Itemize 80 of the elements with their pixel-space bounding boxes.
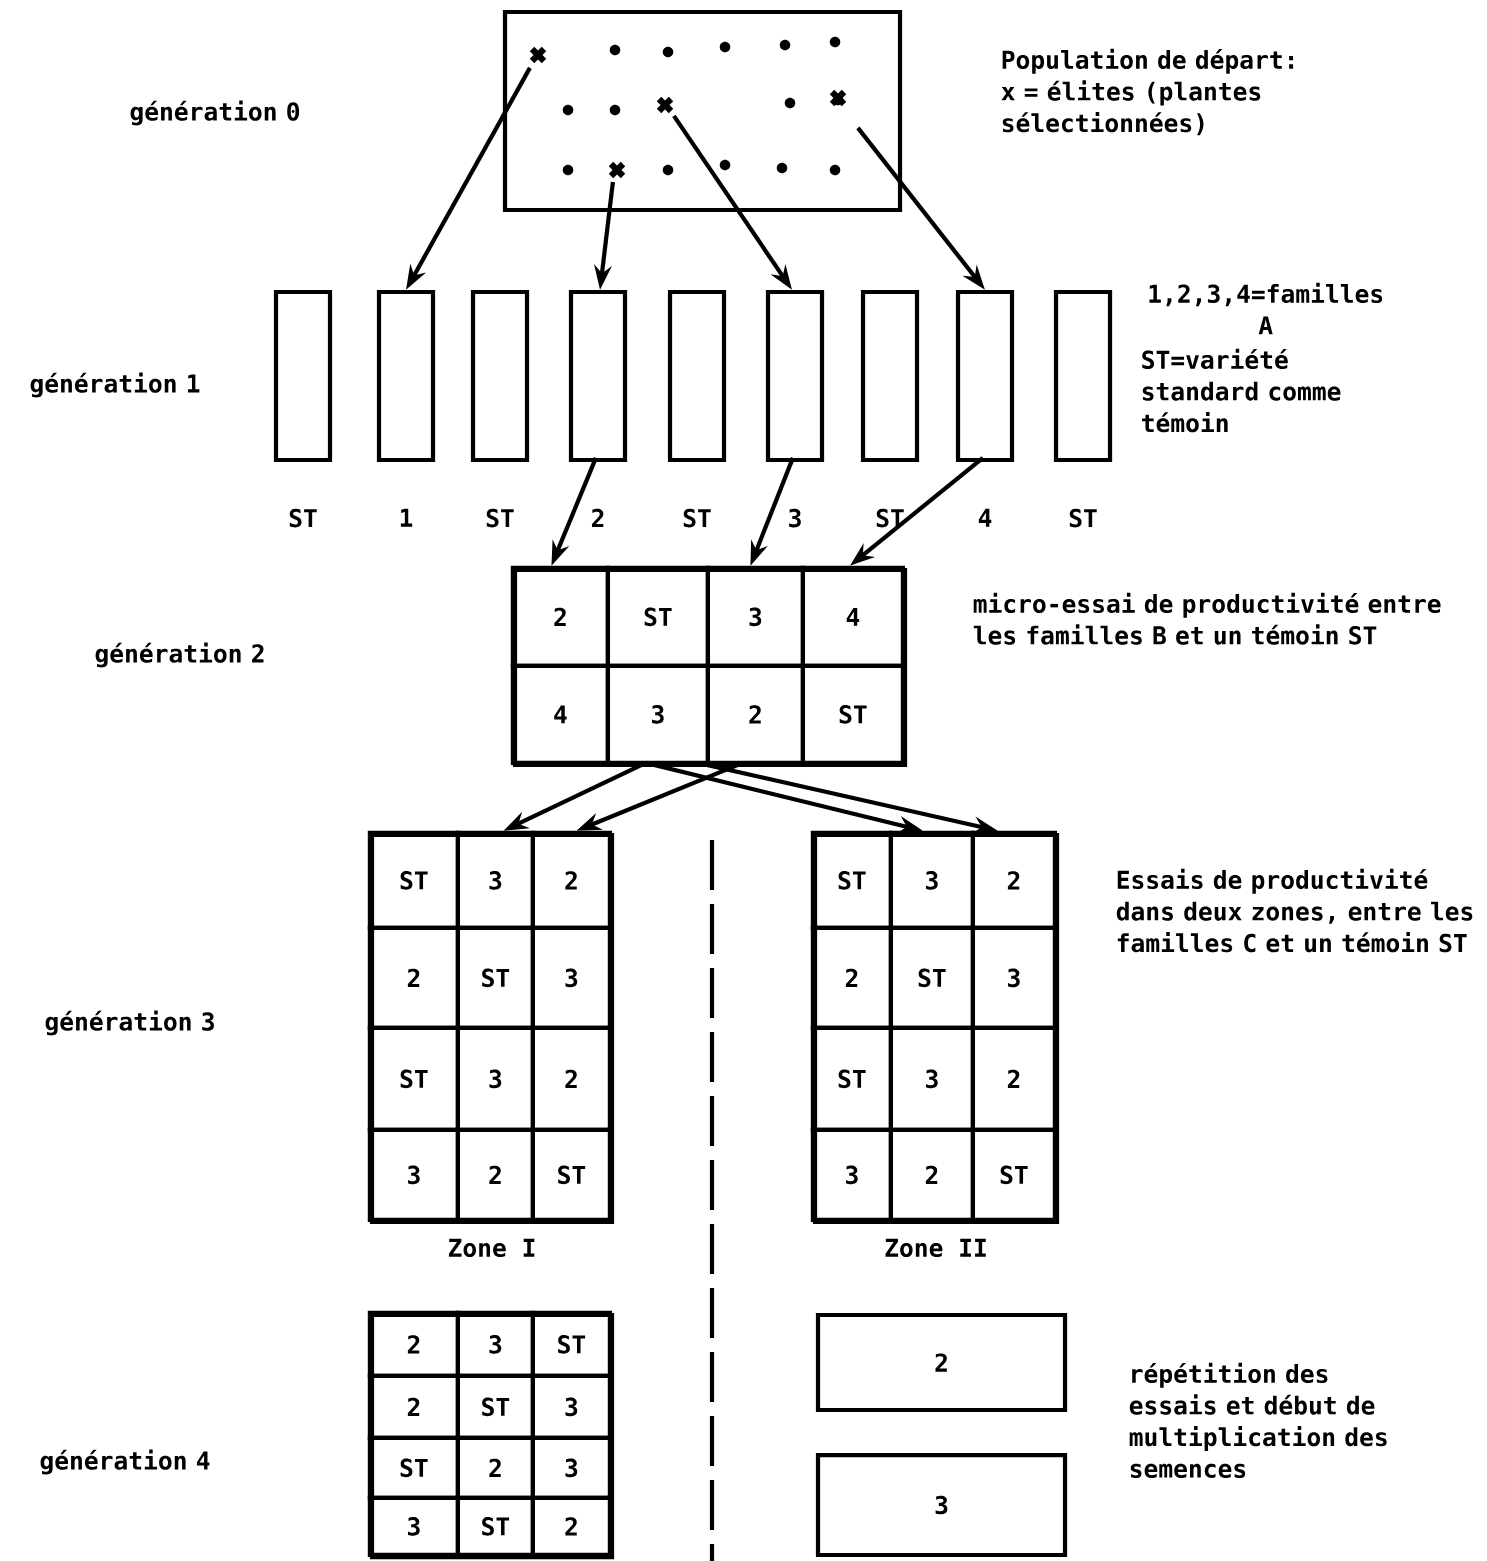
grid-cell: ST (367, 1025, 460, 1132)
grid-cell: 3 (367, 1495, 460, 1557)
node-label: Zone I (448, 1238, 535, 1258)
node-label: 4 (978, 508, 992, 527)
grid-cell: 3 (455, 1310, 535, 1378)
plot-strip: ST (1053, 289, 1113, 528)
grid-cell: ST (367, 1435, 460, 1500)
grid-cell: 2 (970, 830, 1057, 930)
plot-strip: ST (470, 289, 530, 528)
plot-strip: 3 (765, 289, 825, 528)
grid-cell: 2 (455, 1127, 535, 1222)
grid-cell: 3 (888, 1025, 975, 1132)
grid-cell: 2 (367, 925, 460, 1030)
grid-cell: 3 (455, 830, 535, 930)
grid-cell: 2 (367, 1373, 460, 1440)
node-label: ST (289, 508, 317, 528)
grid-cell: 2 (705, 663, 805, 765)
grid-cell: ST (970, 1127, 1057, 1222)
node-label: 2 (591, 508, 604, 528)
grid-cell: 2 (530, 830, 612, 930)
trial-grid (512, 567, 908, 768)
grid-cell: 3 (605, 663, 710, 765)
grid-cell: ST (367, 830, 460, 930)
grid-cell: 3 (367, 1127, 460, 1222)
grid-cell: ST (605, 565, 710, 668)
generation-label: génération 3 (45, 1010, 214, 1036)
grid-cell: ST (455, 1495, 535, 1557)
node-label: Zone II (885, 1238, 986, 1258)
description-text: Essais de productivité dans deux zones, entre les familles C et un témoin ST (1116, 868, 1473, 953)
node-label: 3 (789, 508, 801, 528)
description-text: Population de départ: x = élites (plantes sélectionnées) (1001, 48, 1294, 136)
grid-cell: 3 (970, 925, 1057, 1030)
grid-cell: ST (810, 1025, 893, 1132)
grid-cell: 2 (888, 1127, 975, 1222)
plot-box: 2 (815, 1312, 1068, 1413)
grid-cell: 3 (455, 1025, 535, 1132)
grid-cell: 2 (970, 1025, 1057, 1132)
grid-cell: 4 (800, 565, 905, 668)
description-text: répétition des essais et début de multiplication des semences (1129, 1362, 1387, 1478)
plot-strip: ST (860, 289, 920, 528)
grid-cell: 2 (510, 565, 610, 668)
generation-label: génération 1 (30, 372, 200, 398)
grid-cell: ST (888, 925, 975, 1030)
population-box (502, 9, 903, 213)
generation-label: génération 4 (40, 1449, 210, 1475)
description-text: 1,2,3,4=familles A (1149, 282, 1383, 335)
plot-strip: 2 (568, 289, 628, 528)
grid-cell: ST (455, 925, 535, 1030)
plot-strip: 4 (955, 289, 1015, 527)
grid-cell: 2 (530, 1025, 612, 1132)
grid-cell: ST (530, 1127, 612, 1222)
node-label: ST (1069, 508, 1097, 528)
node-label: ST (876, 508, 904, 528)
grid-cell: 4 (510, 663, 610, 765)
plot-strip: ST (667, 289, 727, 528)
grid-cell: 3 (530, 1435, 612, 1500)
generation-label: génération 2 (95, 642, 264, 668)
grid-cell: 2 (455, 1435, 535, 1500)
description-text: micro-essai de productivité entre les familles B et un témoin ST (973, 592, 1441, 645)
node-label: 1 (400, 508, 413, 527)
grid-cell: 2 (367, 1310, 460, 1378)
plot-box: 3 (815, 1452, 1068, 1558)
grid-cell: 3 (810, 1127, 893, 1222)
node-label: ST (683, 508, 711, 528)
plot-strip: ST (273, 289, 333, 528)
generation-label: génération 0 (130, 100, 300, 126)
grid-cell: ST (810, 830, 893, 930)
plot-strip: 1 (376, 289, 436, 527)
trial-grid (369, 1312, 615, 1560)
grid-cell: ST (800, 663, 905, 765)
grid-cell: 3 (530, 1373, 612, 1440)
grid-cell: 2 (530, 1495, 612, 1557)
grid-cell: 3 (888, 830, 975, 930)
grid-cell: 3 (530, 925, 612, 1030)
grid-cell: 2 (810, 925, 893, 1030)
grid-cell: ST (455, 1373, 535, 1440)
description-text: ST=variété standard comme témoin (1142, 348, 1341, 433)
grid-cell: 3 (705, 565, 805, 668)
grid-cell: ST (530, 1310, 612, 1378)
node-label: ST (486, 508, 514, 528)
